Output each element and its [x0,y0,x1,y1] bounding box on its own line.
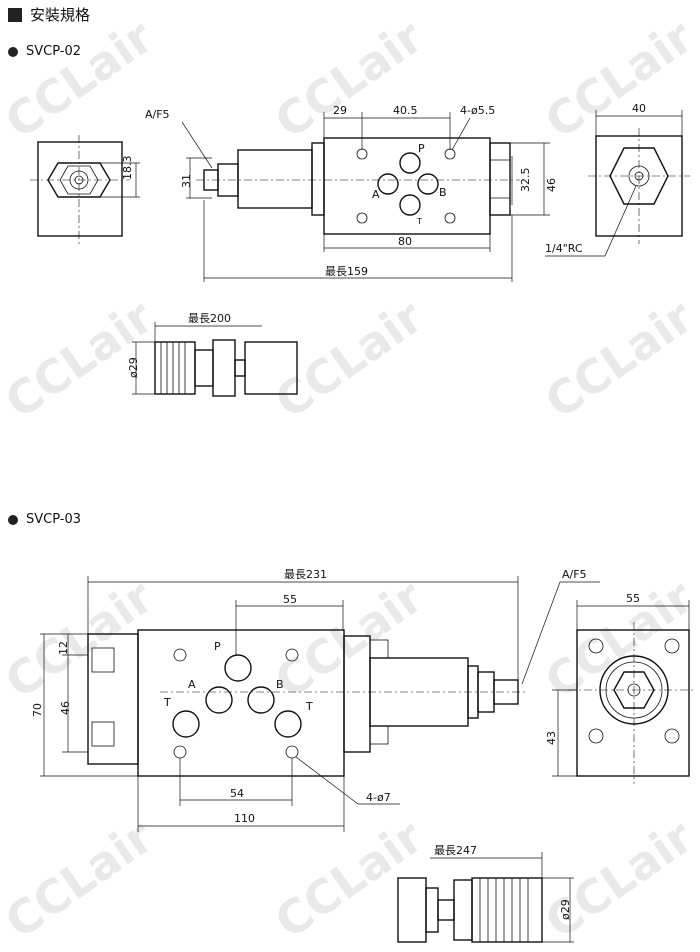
model-name: SVCP-02 [26,44,82,59]
dim-46: 46 [59,701,72,715]
svcp03-end-view: 55 43 [545,592,696,784]
watermark: CCLair [0,9,163,149]
af-label: A/F5 [145,108,170,121]
section-header: 安裝規格 [8,4,90,25]
model-heading-svcp-03: SVCP-03 [8,512,81,527]
dim-110: 110 [234,812,255,825]
port-t-label: T [163,696,171,709]
dim-dia-29: ø29 [127,357,140,378]
watermark: CCLair [535,289,700,429]
square-bullet-icon [8,7,22,22]
svcp03-side-view: P A B T T 最長231 55 70 12 46 54 110 4-ø7 [31,568,600,832]
svcp02-knob-detail: 最長200 ø29 [127,312,298,397]
svcp03-knob-detail: 最長247 ø29 [397,844,574,943]
dim-70: 70 [31,703,44,717]
af-label: A/F5 [562,568,587,581]
port-p-label: P [214,640,221,653]
model-heading-svcp-02: SVCP-02 [8,44,81,59]
watermark: CCLair [535,569,700,709]
port-a-label: A [188,678,196,691]
watermark: CCLair [265,809,432,949]
dim-46: 46 [545,178,558,192]
watermarks: CCLair CCLair CCLair CCLair CCLair CCLai… [0,9,700,949]
dim-31: 31 [180,174,193,188]
svcp02-right-end-view: 40 1/4"RC [545,102,690,257]
svcp02-side-view: P A B T 29 40.5 4-ø5.5 A/F5 31 32.5 46 8… [145,104,558,282]
dim-29: 29 [333,104,347,117]
watermark: CCLair [535,809,700,949]
dim-18-3: 18.3 [121,156,134,181]
dim-max-159: 最長159 [325,265,368,278]
watermark: CCLair [265,569,432,709]
dim-40-5: 40.5 [393,104,418,117]
dim-32-5: 32.5 [519,168,532,193]
port-b-label: B [439,186,447,199]
dim-dia-29: ø29 [559,899,572,920]
dim-55: 55 [283,593,297,606]
dim-max-200: 最長200 [188,312,231,325]
svcp02-left-end-view: 18.3 [30,135,140,244]
watermark: CCLair [535,9,700,149]
port-t-label: T [416,217,422,226]
model-name: SVCP-03 [26,512,82,527]
holes-label: 4-ø5.5 [460,104,495,117]
section-title: 安裝規格 [30,6,91,24]
dim-80: 80 [398,235,412,248]
dim-max-231: 最長231 [284,568,327,581]
dim-12: 12 [57,641,70,655]
port-a-label: A [372,188,380,201]
watermark: CCLair [265,289,432,429]
dim-43: 43 [545,731,558,745]
dim-54: 54 [230,787,244,800]
port-t-label: T [305,700,313,713]
dim-max-247: 最長247 [434,844,477,857]
port-p-label: P [418,142,425,155]
holes-label: 4-ø7 [366,791,391,804]
bullet-dot-icon [8,46,18,57]
watermark: CCLair [0,809,163,949]
dim-55: 55 [626,592,640,605]
port-b-label: B [276,678,284,691]
bullet-dot-icon [8,514,18,525]
watermark: CCLair [265,9,432,149]
dim-40: 40 [632,102,646,115]
rc-label: 1/4"RC [545,242,583,255]
